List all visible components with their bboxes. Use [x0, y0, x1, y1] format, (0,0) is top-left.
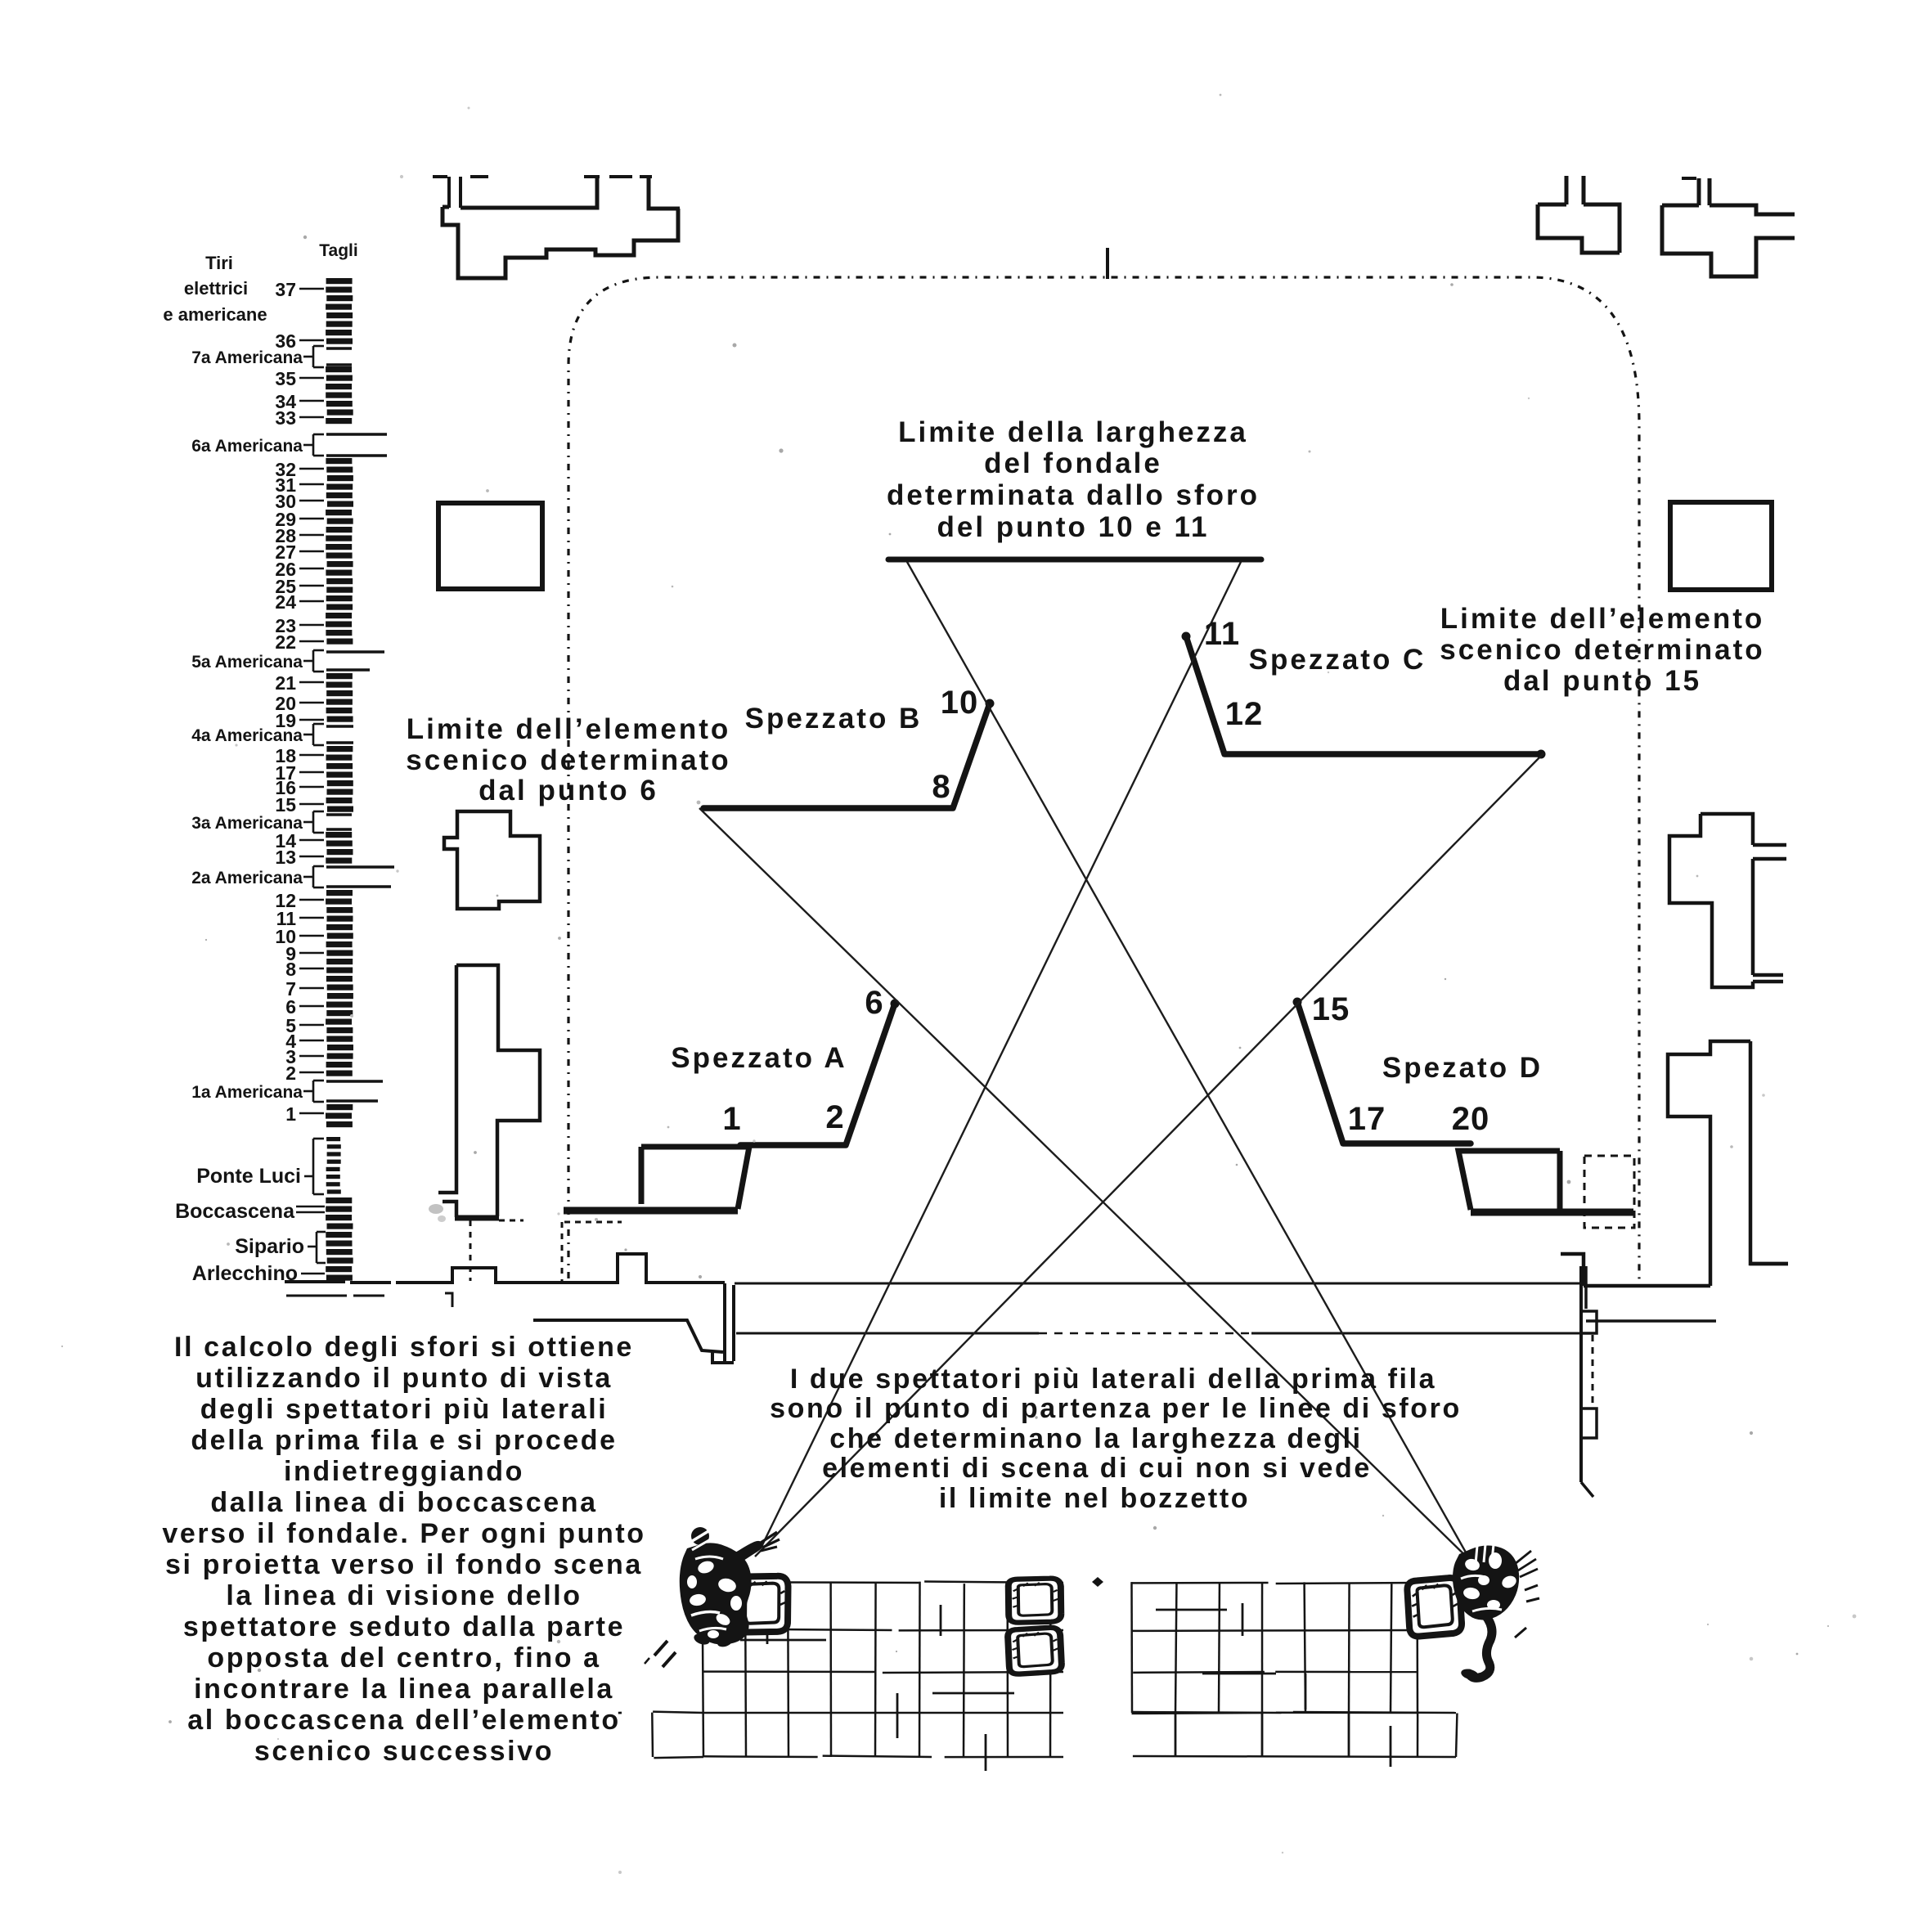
- svg-text:dal punto 6: dal punto 6: [479, 775, 658, 806]
- svg-text:33: 33: [275, 407, 296, 429]
- svg-text:la linea di visione dello: la linea di visione dello: [226, 1580, 582, 1611]
- svg-text:6: 6: [285, 996, 296, 1018]
- svg-text:31: 31: [275, 474, 296, 496]
- svg-text:dalla linea di boccascena: dalla linea di boccascena: [210, 1487, 597, 1518]
- svg-text:Spezato D: Spezato D: [1382, 1052, 1543, 1084]
- svg-text:Il calcolo degli sfori si otti: Il calcolo degli sfori si ottiene: [174, 1332, 634, 1363]
- svg-text:Ponte Luci: Ponte Luci: [196, 1165, 301, 1188]
- svg-text:7: 7: [285, 978, 296, 1000]
- svg-text:6a Americana: 6a Americana: [191, 437, 303, 456]
- svg-text:12: 12: [1225, 696, 1264, 732]
- svg-text:I due spettatori più laterali: I due spettatori più laterali della prim…: [790, 1364, 1436, 1395]
- svg-text:che determinano la larghezza d: che determinano la larghezza degli: [829, 1423, 1362, 1454]
- svg-text:elettrici: elettrici: [184, 278, 248, 299]
- svg-text:2: 2: [285, 1063, 296, 1084]
- svg-text:10: 10: [941, 685, 979, 721]
- svg-text:34: 34: [275, 391, 296, 412]
- svg-text:17: 17: [1348, 1101, 1386, 1137]
- svg-text:29: 29: [275, 509, 296, 530]
- svg-text:5: 5: [285, 1015, 296, 1036]
- svg-text:8: 8: [932, 769, 950, 805]
- svg-text:9: 9: [285, 943, 296, 964]
- svg-text:Limite della larghezza: Limite della larghezza: [898, 416, 1248, 448]
- svg-text:20: 20: [1452, 1101, 1490, 1137]
- svg-text:28: 28: [275, 525, 296, 546]
- svg-text:spettatore seduto dalla parte: spettatore seduto dalla parte: [183, 1611, 625, 1642]
- svg-text:6: 6: [865, 985, 883, 1021]
- svg-text:5a Americana: 5a Americana: [191, 653, 303, 672]
- svg-text:3: 3: [285, 1046, 296, 1067]
- svg-text:utilizzando il punto di vista: utilizzando il punto di vista: [195, 1363, 613, 1394]
- svg-text:22: 22: [275, 631, 296, 653]
- svg-text:1: 1: [285, 1103, 296, 1125]
- svg-text:Spezzato B: Spezzato B: [745, 703, 923, 735]
- svg-text:20: 20: [275, 693, 296, 714]
- svg-text:15: 15: [275, 794, 296, 815]
- svg-text:Boccascena: Boccascena: [175, 1200, 295, 1223]
- svg-text:17: 17: [275, 762, 296, 784]
- svg-text:1a Americana: 1a Americana: [191, 1083, 303, 1102]
- svg-text:elementi di scena di cui non s: elementi di scena di cui non si vede: [822, 1453, 1372, 1484]
- svg-text:Tiri: Tiri: [205, 253, 233, 273]
- svg-text:2: 2: [825, 1099, 844, 1135]
- svg-text:determinata dallo sforo: determinata dallo sforo: [887, 479, 1260, 511]
- svg-text:19: 19: [275, 710, 296, 731]
- svg-text:35: 35: [275, 368, 296, 389]
- svg-text:della prima fila e si procede: della prima fila e si procede: [191, 1425, 617, 1456]
- svg-text:Sipario: Sipario: [235, 1235, 304, 1258]
- svg-text:30: 30: [275, 491, 296, 512]
- svg-text:15: 15: [1312, 991, 1350, 1027]
- svg-text:13: 13: [275, 847, 296, 868]
- svg-text:32: 32: [275, 459, 296, 480]
- svg-text:26: 26: [275, 559, 296, 580]
- svg-text:24: 24: [275, 591, 296, 613]
- svg-text:del punto 10 e 11: del punto 10 e 11: [937, 511, 1209, 543]
- svg-text:23: 23: [275, 615, 296, 636]
- svg-text:al boccascena dell’elemento: al boccascena dell’elemento: [187, 1705, 620, 1736]
- svg-text:7a Americana: 7a Americana: [191, 348, 303, 367]
- svg-text:10: 10: [275, 926, 296, 947]
- svg-text:Limite dell’elemento: Limite dell’elemento: [407, 713, 730, 745]
- svg-text:verso il fondale. Per ogni pun: verso il fondale. Per ogni punto: [162, 1518, 645, 1549]
- svg-text:16: 16: [275, 777, 296, 798]
- svg-text:scenico determinato: scenico determinato: [406, 744, 730, 776]
- svg-text:25: 25: [275, 576, 296, 597]
- svg-text:scenico determinato: scenico determinato: [1440, 634, 1764, 666]
- svg-text:37: 37: [275, 279, 296, 300]
- svg-text:dal punto 15: dal punto 15: [1503, 665, 1701, 697]
- svg-text:8: 8: [285, 959, 296, 980]
- svg-text:Arlecchino: Arlecchino: [192, 1262, 298, 1285]
- svg-text:il limite nel bozzetto: il limite nel bozzetto: [939, 1483, 1250, 1514]
- svg-text:sono il punto di partenza per: sono il punto di partenza per le linee d…: [770, 1393, 1462, 1424]
- svg-text:Limite dell’elemento: Limite dell’elemento: [1440, 603, 1764, 635]
- svg-text:3a Americana: 3a Americana: [191, 814, 303, 833]
- svg-text:36: 36: [275, 330, 296, 352]
- svg-text:si proietta verso il fondo sce: si proietta verso il fondo scena: [165, 1549, 643, 1580]
- svg-text:27: 27: [275, 541, 296, 563]
- svg-text:opposta del centro, fino a: opposta del centro, fino a: [207, 1642, 600, 1674]
- svg-text:2a Americana: 2a Americana: [191, 869, 303, 887]
- svg-text:degli spettatori più laterali: degli spettatori più laterali: [200, 1394, 609, 1425]
- svg-text:Spezzato A: Spezzato A: [671, 1042, 847, 1074]
- svg-text:1: 1: [722, 1101, 741, 1137]
- svg-text:12: 12: [275, 890, 296, 911]
- svg-text:14: 14: [275, 830, 296, 851]
- svg-text:11: 11: [1204, 616, 1240, 652]
- svg-text:18: 18: [275, 745, 296, 766]
- svg-text:21: 21: [275, 672, 296, 694]
- svg-text:Spezzato C: Spezzato C: [1249, 644, 1427, 676]
- svg-text:incontrare la linea parallela: incontrare la linea parallela: [194, 1674, 614, 1705]
- svg-text:indietreggiando: indietreggiando: [284, 1456, 524, 1487]
- svg-text:e americane: e americane: [163, 304, 267, 325]
- svg-text:4: 4: [285, 1031, 296, 1052]
- svg-text:4a Americana: 4a Americana: [191, 726, 303, 745]
- svg-text:11: 11: [276, 908, 297, 929]
- svg-text:Tagli: Tagli: [319, 241, 357, 260]
- svg-text:del fondale: del fondale: [984, 447, 1162, 479]
- svg-text:scenico successivo: scenico successivo: [254, 1736, 554, 1767]
